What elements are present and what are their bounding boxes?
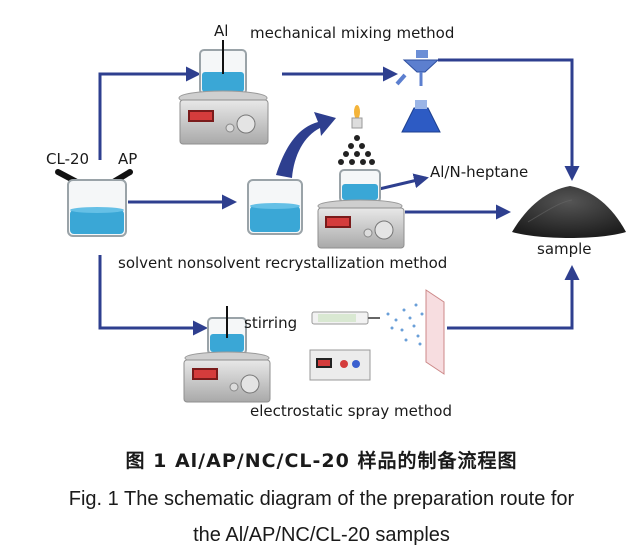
arrow-funnel-to-sample bbox=[438, 58, 580, 181]
label-mechanical-method: mechanical mixing method bbox=[250, 24, 454, 42]
label-solvent-method: solvent nonsolvent recrystallization met… bbox=[118, 254, 447, 272]
caption-english-line1: Fig. 1 The schematic diagram of the prep… bbox=[68, 488, 575, 510]
hotplate-mechanical bbox=[178, 40, 269, 145]
funnel-flask bbox=[395, 50, 441, 133]
arrow-electrostatic-to-sample bbox=[447, 265, 580, 330]
electrospray-apparatus bbox=[309, 289, 445, 381]
sample-pile bbox=[512, 186, 626, 238]
arrow-to-electrostatic bbox=[98, 255, 208, 336]
curved-transfer-arrow bbox=[276, 112, 336, 178]
process-diagram: Al mechanical mixing method CL-20 AP Al/… bbox=[46, 22, 626, 420]
flow-arrows bbox=[98, 58, 580, 336]
label-electrostatic-method: electrostatic spray method bbox=[250, 402, 452, 420]
hotplate-stirring bbox=[183, 306, 271, 403]
arrow-to-heptane bbox=[374, 173, 429, 192]
caption-chinese: 图 1 Al/AP/NC/CL-20 样品的制备流程图 bbox=[125, 450, 518, 472]
label-al-heptane: Al/N-heptane bbox=[430, 163, 528, 181]
dropping-hotplate bbox=[317, 105, 405, 249]
starting-beaker bbox=[55, 169, 133, 237]
label-al: Al bbox=[214, 22, 228, 40]
recrystallization-beaker bbox=[247, 179, 303, 235]
arrow-to-mechanical bbox=[98, 66, 201, 160]
label-sample: sample bbox=[537, 240, 592, 258]
label-ap: AP bbox=[118, 150, 137, 168]
label-stirring: stirring bbox=[244, 314, 297, 332]
label-cl20: CL-20 bbox=[46, 150, 89, 168]
caption-english-line2: the Al/AP/NC/CL-20 samples bbox=[193, 524, 450, 546]
